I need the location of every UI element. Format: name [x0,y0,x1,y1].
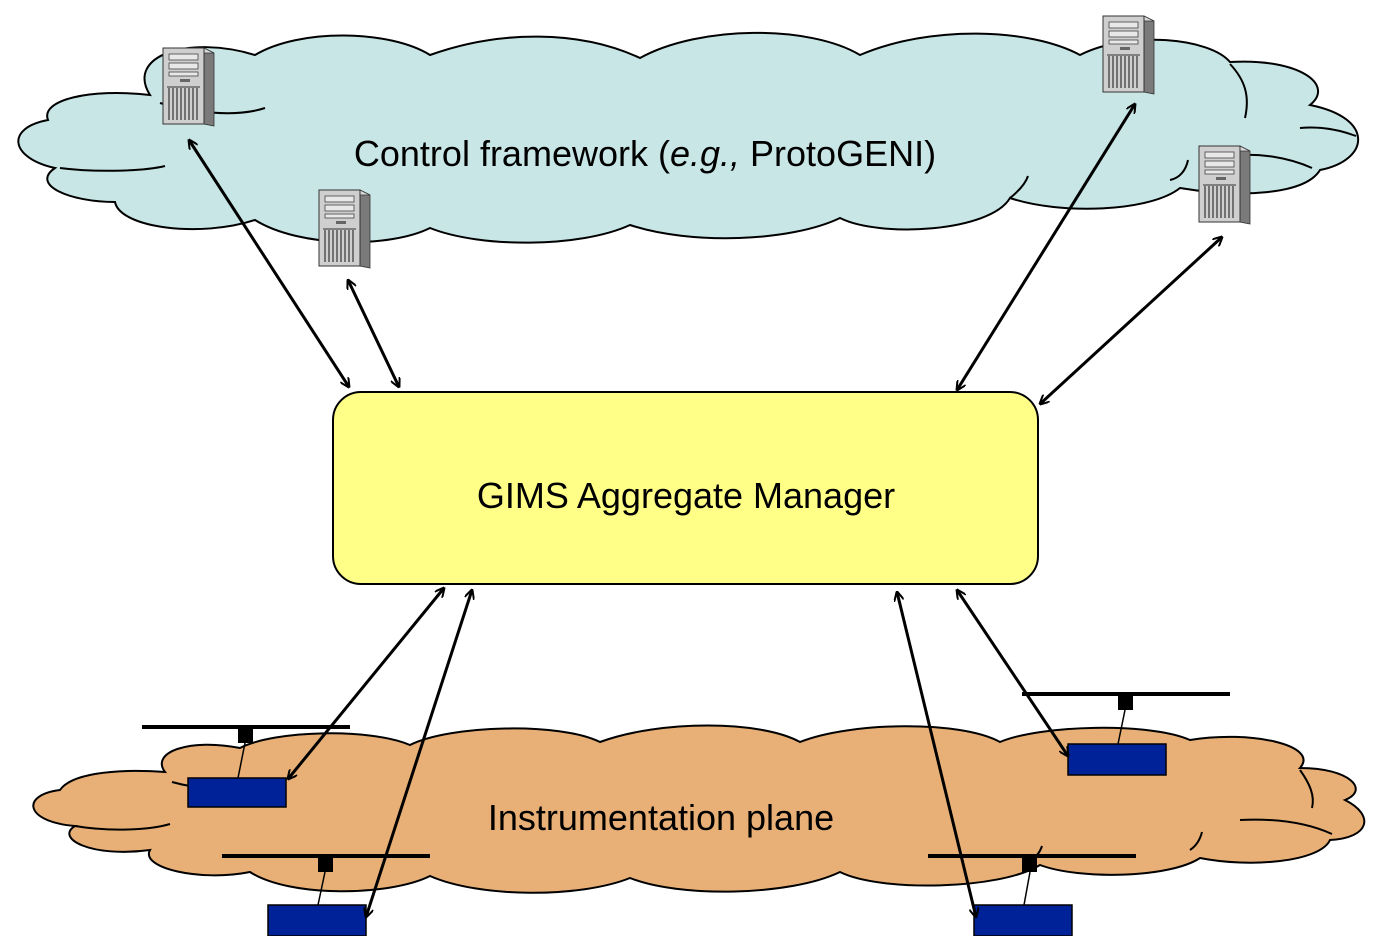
control-link-arrow [189,140,349,387]
control-framework-label-prefix: Control framework ( [354,133,670,174]
aggregate-manager-box: GIMS Aggregate Manager [332,391,1039,585]
server-tower-icon [1198,145,1251,225]
control-link-arrow [1040,237,1222,404]
sensor-node-icon [222,854,430,936]
control-link-arrow [348,280,399,387]
control-framework-label: Control framework (e.g., ProtoGENI) [354,133,936,174]
server-tower-icon [162,47,215,127]
instrumentation-link-arrow [957,590,1068,756]
control-framework-label-italic: e.g., [670,133,740,174]
server-tower-icon [1102,15,1155,95]
instrumentation-link-arrow [366,590,472,917]
instrumentation-plane-label: Instrumentation plane [488,797,834,838]
server-tower-icon [318,189,371,269]
sensor-node-icon [142,725,350,808]
instrumentation-link-arrow [897,592,976,917]
control-framework-label-suffix: ProtoGENI) [740,133,936,174]
aggregate-manager-label: GIMS Aggregate Manager [477,475,895,516]
